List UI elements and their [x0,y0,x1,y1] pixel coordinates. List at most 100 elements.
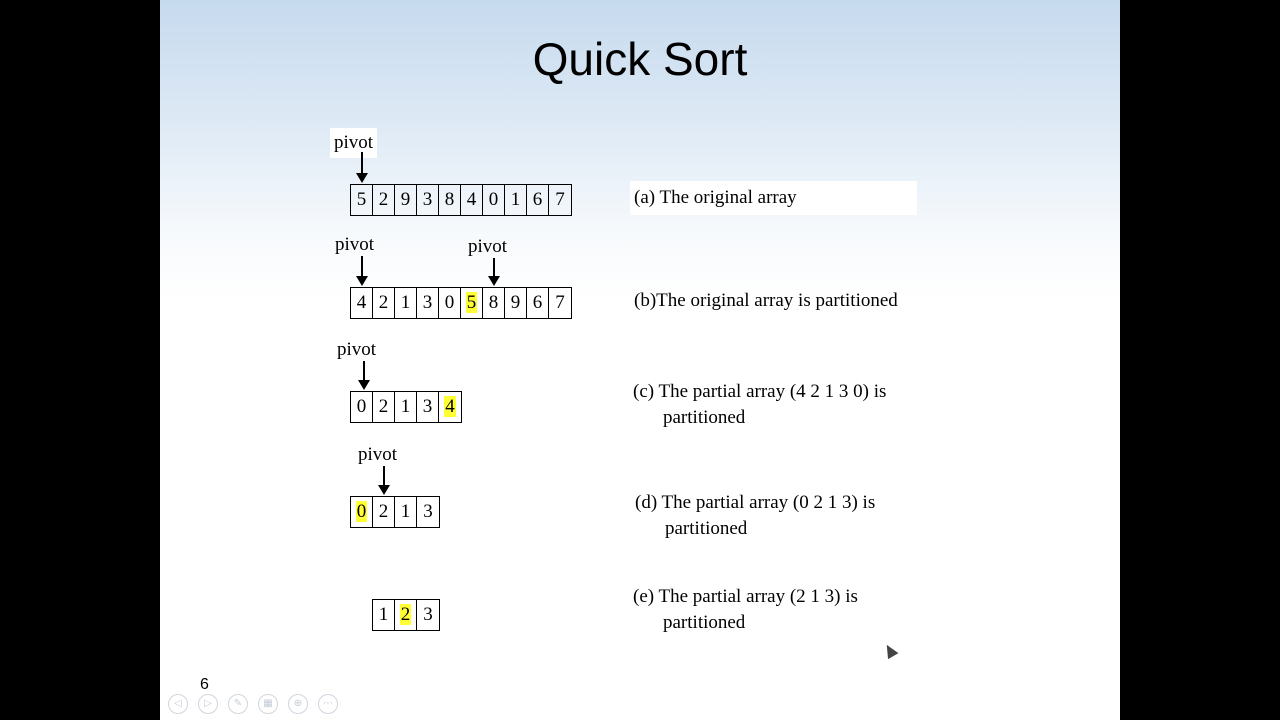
array-cell-value: 4 [444,396,456,417]
array-cell: 7 [549,288,571,318]
array-cell: 3 [417,185,439,215]
caption-d-line1: (d) The partial array (0 2 1 3) is [635,492,876,513]
array-cell-value: 3 [422,189,433,210]
caption-a-text: (a) The original array [634,187,797,208]
pivot-arrow [356,152,368,183]
slide-number: 6 [200,676,209,693]
presentation-toolbar: ◁ ▷ ✎ ▦ ⊕ ⋯ [168,694,338,714]
array-cell-value: 5 [465,292,478,313]
pivot-arrow [378,466,390,495]
array-cell: 8 [439,185,461,215]
caption-a: (a) The original array [630,181,917,215]
array-cell: 4 [461,185,483,215]
caption-b-text: (b)The original array is partitioned [634,290,898,311]
pivot-arrow [356,256,368,286]
array-cell-pivot: 2 [395,600,417,630]
pivot-arrow [488,258,500,286]
slide-title: Quick Sort [532,33,748,85]
array-cell: 6 [527,288,549,318]
array-cell-value: 1 [400,396,411,417]
array-cell: 2 [373,497,395,527]
array-cell-value: 1 [510,189,521,210]
caption-c-line1: (c) The partial array (4 2 1 3 0) is [633,381,887,402]
array-cell: 0 [439,288,461,318]
array-cell-value: 9 [400,189,411,210]
array-cell: 3 [417,600,439,630]
array-cell-value: 0 [444,292,455,313]
array-cell-value: 8 [488,292,499,313]
array-cell-value: 1 [400,292,411,313]
array-cell-value: 2 [399,604,412,625]
array-cell-pivot: 5 [461,288,483,318]
array-cell: 1 [373,600,395,630]
caption-e-line2: partitioned [663,612,746,633]
array-cell-value: 4 [356,292,367,313]
array-cell-value: 7 [555,189,565,210]
caption-b: (b)The original array is partitioned [634,288,898,314]
array-cell-value: 4 [466,189,477,210]
more-icon[interactable]: ⋯ [318,694,338,714]
array-cell: 3 [417,392,439,422]
array-cell-value: 0 [488,189,499,210]
array-cell-value: 2 [378,189,389,210]
caption-d: (d) The partial array (0 2 1 3) is parti… [635,490,875,542]
pivot-arrow [358,361,370,390]
array-cell: 9 [505,288,527,318]
array-cell: 7 [549,185,571,215]
array-cell: 8 [483,288,505,318]
array-cell-value: 1 [378,604,389,625]
array-cell-value: 1 [400,501,411,522]
pivot-label: pivot [330,128,378,158]
array-cell-value: 3 [422,396,433,417]
array-cell-pivot: 0 [351,497,373,527]
array-cell-value: 8 [444,189,455,210]
pivot-label: pivot [335,234,375,255]
array-cell-pivot: 4 [439,392,461,422]
array-cell: 2 [373,288,395,318]
array-cell: 9 [395,185,417,215]
array-cell-value: 2 [378,292,389,313]
zoom-icon[interactable]: ⊕ [288,694,308,714]
array-cell-value: 2 [378,501,389,522]
caption-c: (c) The partial array (4 2 1 3 0) is par… [633,379,886,431]
array-cell: 2 [373,185,395,215]
array-cell: 6 [527,185,549,215]
pivot-label: pivot [358,444,398,465]
caption-e: (e) The partial array (2 1 3) is partiti… [633,584,858,636]
pivot-label: pivot [468,236,508,257]
array-cell: 3 [417,497,439,527]
array-cell-value: 6 [532,292,543,313]
array-cell: 1 [505,185,527,215]
caption-e-line1: (e) The partial array (2 1 3) is [633,586,858,607]
slides-icon[interactable]: ▦ [258,694,278,714]
array-cell: 5 [351,185,373,215]
next-icon[interactable]: ▷ [198,694,218,714]
pen-icon[interactable]: ✎ [228,694,248,714]
array-cell-value: 3 [422,292,433,313]
array-cell-value: 5 [356,189,367,210]
array-cell: 1 [395,288,417,318]
array-cell-value: 0 [355,501,368,522]
caption-d-line2: partitioned [665,518,748,539]
array-cell-value: 3 [423,501,433,522]
mouse-cursor-icon [881,641,899,660]
array-cell-value: 7 [555,292,565,313]
array-cell-value: 6 [532,189,543,210]
array-cell: 0 [483,185,505,215]
array-cell-value: 3 [423,604,433,625]
array-cell: 1 [395,392,417,422]
array-cell-value: 2 [378,396,389,417]
array-cell: 3 [417,288,439,318]
array-cell: 1 [395,497,417,527]
pivot-label: pivot [337,339,377,360]
array-cell: 0 [351,392,373,422]
array-cell-value: 0 [356,396,367,417]
array-cell-value: 9 [510,292,521,313]
previous-icon[interactable]: ◁ [168,694,188,714]
array-cell: 4 [351,288,373,318]
